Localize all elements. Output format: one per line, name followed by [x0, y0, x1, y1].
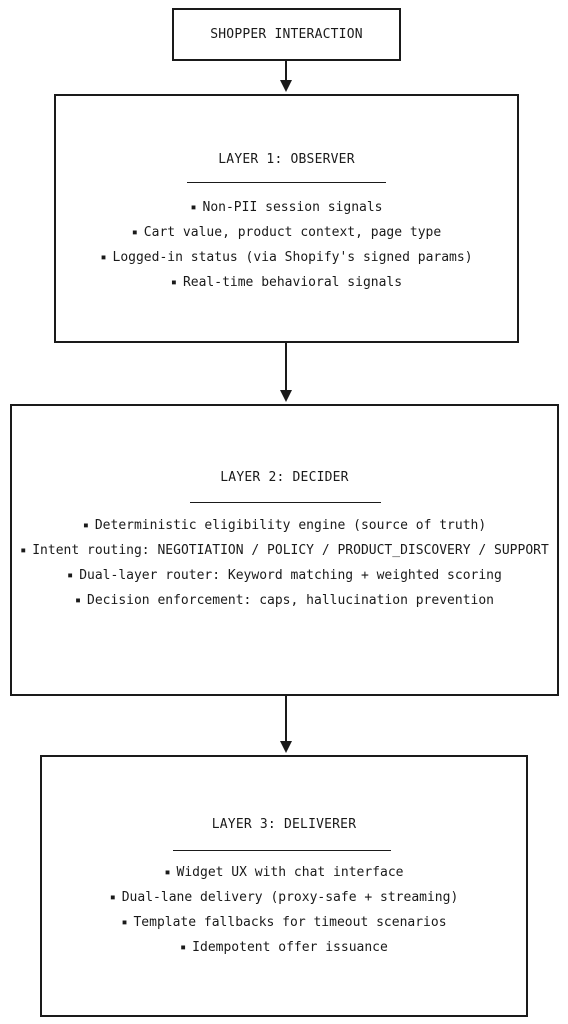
layer-2-title: LAYER 2: DECIDER	[220, 470, 349, 485]
list-item: Idempotent offer issuance	[42, 936, 526, 961]
layer-2-divider	[190, 502, 381, 503]
list-item: Dual-lane delivery (proxy-safe + streami…	[42, 886, 526, 911]
arrowhead-layer1	[280, 80, 292, 92]
list-item: Cart value, product context, page type	[56, 221, 517, 246]
list-item: Intent routing: NEGOTIATION / POLICY / P…	[12, 539, 557, 564]
shopper-interaction-box: SHOPPER INTERACTION	[172, 8, 401, 61]
list-item: Template fallbacks for timeout scenarios	[42, 911, 526, 936]
list-item: Logged-in status (via Shopify's signed p…	[56, 246, 517, 271]
list-item: Dual-layer router: Keyword matching + we…	[12, 564, 557, 589]
arrowhead-layer2	[280, 390, 292, 402]
list-item: Decision enforcement: caps, hallucinatio…	[12, 589, 557, 614]
list-item: Real-time behavioral signals	[56, 271, 517, 296]
arrowhead-layer3	[280, 741, 292, 753]
layer-3-title: LAYER 3: DELIVERER	[211, 817, 357, 832]
layer-2-list: Deterministic eligibility engine (source…	[12, 514, 557, 614]
layer-1-title: LAYER 1: OBSERVER	[218, 152, 355, 167]
layer-3-deliverer-box: LAYER 3: DELIVERER Widget UX with chat i…	[40, 755, 528, 1017]
list-item: Non-PII session signals	[56, 196, 517, 221]
layer-1-divider	[187, 182, 386, 183]
shopper-interaction-label: SHOPPER INTERACTION	[210, 27, 363, 42]
layer-3-list: Widget UX with chat interface Dual-lane …	[42, 861, 526, 961]
layer-2-decider-box: LAYER 2: DECIDER Deterministic eligibili…	[10, 404, 559, 696]
list-item: Widget UX with chat interface	[42, 861, 526, 886]
layer-1-list: Non-PII session signals Cart value, prod…	[56, 196, 517, 296]
layer-3-divider	[173, 850, 391, 851]
list-item: Deterministic eligibility engine (source…	[12, 514, 557, 539]
layer-1-observer-box: LAYER 1: OBSERVER Non-PII session signal…	[54, 94, 519, 343]
